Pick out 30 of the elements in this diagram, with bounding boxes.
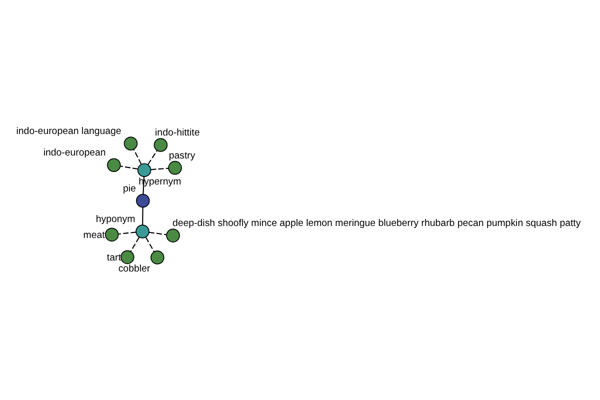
connector: [133, 148, 142, 164]
connector: [148, 150, 158, 164]
node-circle: [124, 136, 138, 150]
connector: [150, 167, 169, 170]
node-circle: [120, 250, 134, 264]
node-label: tart: [106, 252, 121, 264]
node-circle: [154, 138, 168, 152]
connector: [142, 206, 144, 224]
node-circle: [107, 158, 121, 172]
node-label: hyponym: [96, 214, 136, 225]
node-label: indo-european language: [16, 126, 122, 137]
node-circle: [137, 162, 152, 176]
connector: [145, 236, 155, 252]
node-label: indo-hittite: [155, 127, 200, 138]
node-circle: [166, 228, 180, 242]
node-label: pie: [122, 182, 136, 194]
connector: [148, 231, 167, 235]
connector: [118, 231, 136, 234]
connector: [120, 165, 138, 170]
node-label: deep-dish shoofly mince apple lemon meringue blueberry rhubarb pecan pumpkin squash patty: [172, 218, 581, 229]
node-label: indo-european: [43, 147, 106, 158]
node-circle: [150, 250, 164, 264]
node-circle: [136, 224, 150, 238]
node-circle: [168, 160, 182, 174]
node-label: pastry: [168, 150, 196, 161]
node-circle: [104, 227, 119, 242]
node-label: cobbler: [118, 263, 150, 274]
node-circle: [136, 193, 150, 208]
connector: [130, 236, 140, 252]
node-label: meat: [83, 230, 105, 241]
